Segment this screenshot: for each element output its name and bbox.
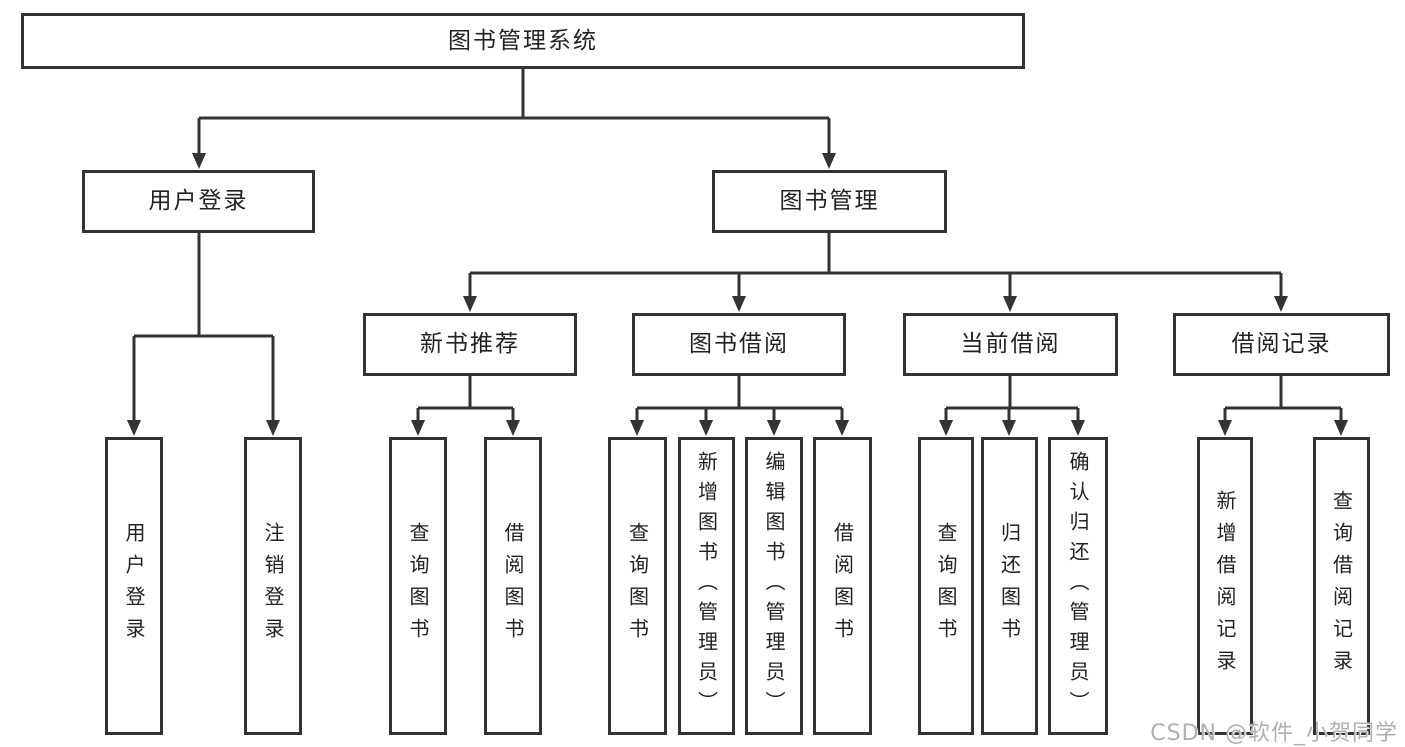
- node-label: 编辑图书（管理员）: [762, 451, 786, 721]
- node-book-borrowing: 图书借阅: [632, 313, 846, 376]
- node-label: 查询图书: [625, 522, 650, 650]
- node-label: 图书管理系统: [448, 27, 598, 54]
- node-label: 新增图书（管理员）: [694, 451, 719, 721]
- node-label: 图书管理: [779, 188, 880, 214]
- leaf-edit-books-admin: 编辑图书（管理员）: [745, 437, 803, 735]
- node-label: 借阅记录: [1231, 331, 1332, 357]
- node-new-book-recommendation: 新书推荐: [363, 313, 577, 376]
- leaf-recommend-query-books: 查询图书: [389, 437, 447, 735]
- node-label: 图书借阅: [689, 331, 789, 357]
- leaf-query-borrow-record: 查询借阅记录: [1313, 437, 1370, 735]
- node-label: 用户登录: [122, 522, 146, 650]
- node-label: 查询图书: [934, 522, 958, 650]
- leaf-recommend-borrow-books: 借阅图书: [484, 437, 542, 735]
- leaf-borrowing-query-books: 查询图书: [608, 437, 667, 735]
- node-current-borrowing: 当前借阅: [903, 313, 1118, 376]
- node-label: 归还图书: [997, 522, 1022, 650]
- leaf-return-books: 归还图书: [981, 437, 1038, 735]
- node-library-management-system: 图书管理系统: [21, 13, 1025, 69]
- node-label: 新增借阅记录: [1213, 490, 1237, 682]
- node-label: 当前借阅: [960, 331, 1061, 357]
- node-label: 确认归还（管理员）: [1066, 451, 1090, 721]
- node-label: 借阅图书: [830, 522, 855, 650]
- node-label: 查询图书: [406, 522, 430, 650]
- node-book-management: 图书管理: [712, 170, 947, 233]
- leaf-confirm-return-admin: 确认归还（管理员）: [1048, 437, 1108, 735]
- leaf-borrowing-borrow-books: 借阅图书: [813, 437, 872, 735]
- node-label: 注销登录: [261, 522, 285, 650]
- leaf-add-borrow-record: 新增借阅记录: [1197, 437, 1253, 735]
- node-borrowing-records: 借阅记录: [1173, 313, 1390, 376]
- leaf-current-query-books: 查询图书: [918, 437, 974, 735]
- leaf-user-login: 用户登录: [105, 437, 163, 735]
- node-user-login: 用户登录: [82, 170, 315, 233]
- leaf-add-books-admin: 新增图书（管理员）: [678, 437, 735, 735]
- leaf-logout: 注销登录: [244, 437, 302, 735]
- node-label: 用户登录: [148, 188, 249, 214]
- node-label: 新书推荐: [420, 331, 520, 357]
- csdn-watermark: CSDN @软件_小贺同学: [1150, 721, 1398, 746]
- node-label: 查询借阅记录: [1329, 490, 1354, 682]
- node-label: 借阅图书: [501, 522, 525, 650]
